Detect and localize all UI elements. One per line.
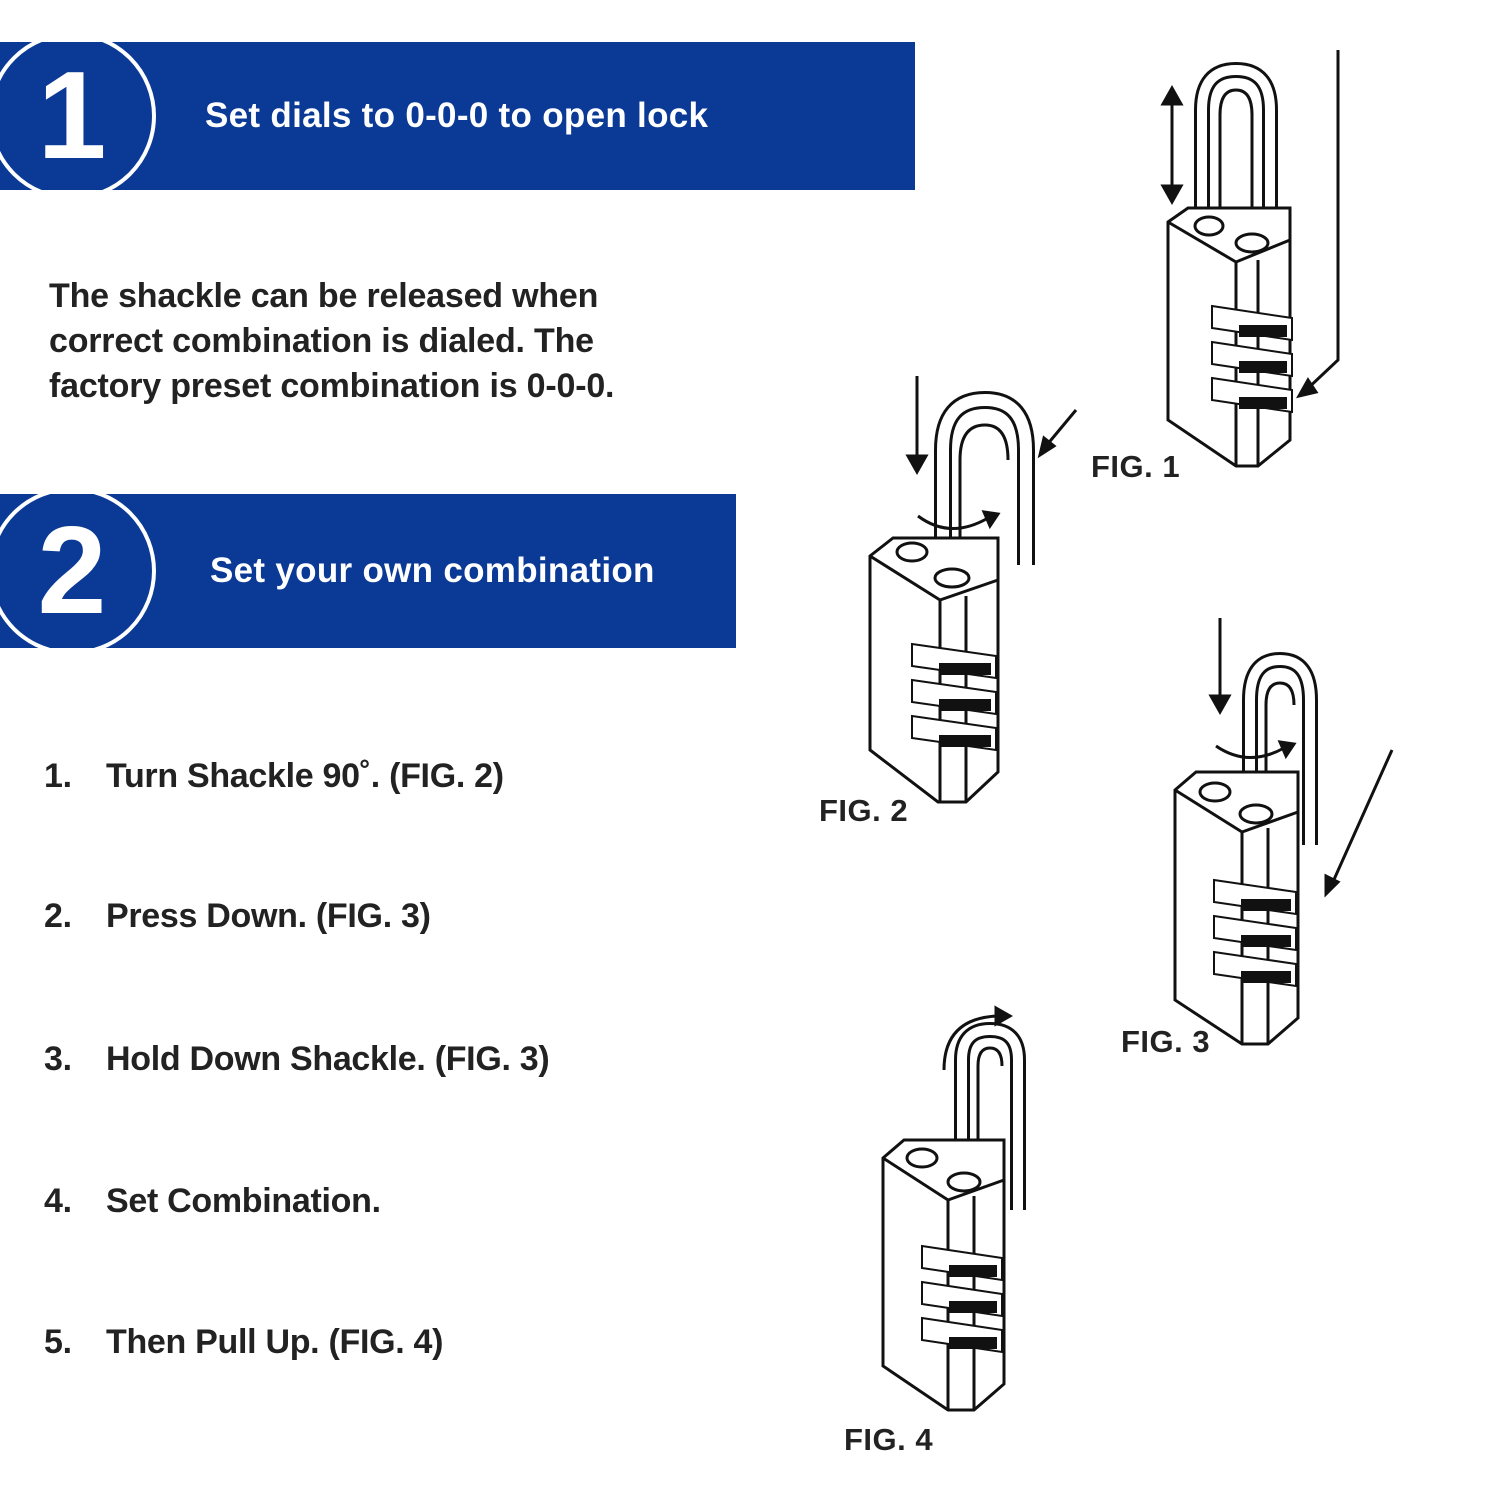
step-2-banner: 2 Set your own combination (0, 487, 736, 655)
instruction-number: 5. (44, 1323, 72, 1361)
fig-3-padlock (1173, 651, 1318, 1046)
instruction-text: Press Down. (FIG. 3) (106, 897, 431, 935)
instruction-number: 3. (44, 1040, 72, 1078)
step-2-title: Set your own combination (210, 551, 655, 590)
instruction-item: 5. Then Pull Up. (FIG. 4) (44, 1323, 664, 1362)
fig-4-padlock (881, 1021, 1026, 1412)
fig-3-label: FIG. 3 (1121, 1024, 1211, 1059)
step-1-title: Set dials to 0-0-0 to open lock (205, 96, 709, 135)
step-2-number: 2 (37, 502, 107, 640)
instruction-item: 4. Set Combination. (44, 1182, 664, 1221)
fig-1-label: FIG. 1 (1091, 449, 1181, 484)
instruction-text: Set Combination. (106, 1182, 381, 1220)
fig-2-padlock (868, 390, 1035, 804)
step-2-circle (0, 487, 156, 655)
fig-1-padlock (1166, 61, 1293, 468)
instruction-number: 4. (44, 1182, 72, 1220)
fig-2-label: FIG. 2 (819, 793, 909, 828)
instruction-text: Hold Down Shackle. (FIG. 3) (106, 1040, 550, 1078)
instruction-number: 1. (44, 757, 72, 795)
instruction-number: 2. (44, 897, 72, 935)
step-1-circle (0, 32, 156, 200)
intro-paragraph: The shackle can be released when correct… (49, 277, 615, 405)
instruction-text: Turn Shackle 90˚. (FIG. 2) (106, 757, 504, 795)
step-1-banner: 1 Set dials to 0-0-0 to open lock (0, 32, 915, 200)
instruction-item: 1. Turn Shackle 90˚. (FIG. 2) (44, 757, 664, 796)
instruction-item: 2. Press Down. (FIG. 3) (44, 897, 664, 936)
step-1-number: 1 (37, 47, 107, 185)
instruction-item: 3. Hold Down Shackle. (FIG. 3) (44, 1040, 664, 1079)
instruction-text: Then Pull Up. (FIG. 4) (106, 1323, 444, 1361)
fig-4-label: FIG. 4 (844, 1422, 934, 1457)
